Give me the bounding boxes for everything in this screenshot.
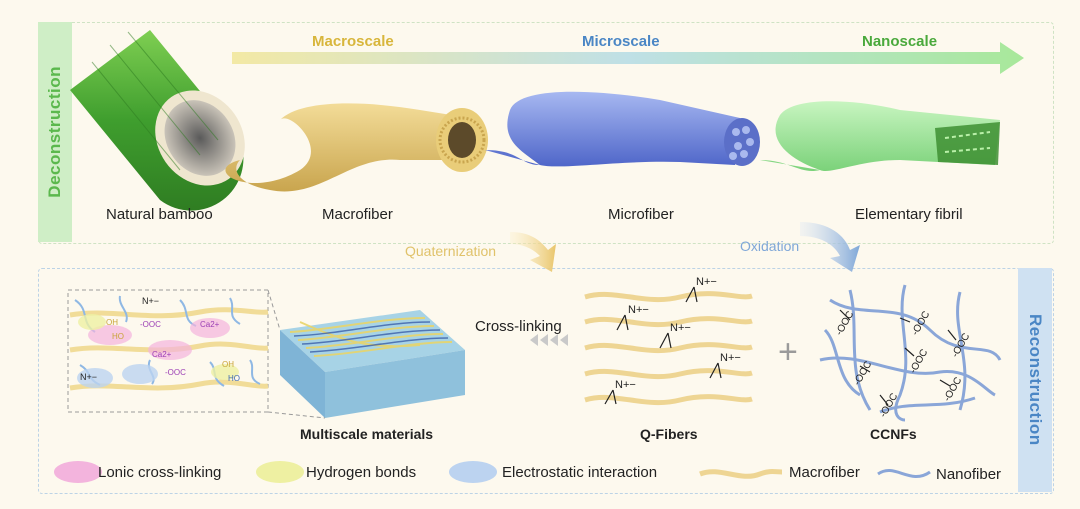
amine-label: N+− [670,322,691,334]
quaternization-arrow [510,232,556,272]
oxidation-label: Oxidation [740,238,800,254]
microfiber-bundle [485,91,760,167]
legend-ionic-label: Lonic cross-linking [98,464,222,481]
q-fibers-label: Q-Fibers [640,426,698,442]
quaternization-label: Quaternization [405,243,497,259]
deconstruction-banner: Deconstruction [38,22,72,242]
legend-macrofiber-swatch [699,469,783,479]
inset-hbond-1 [78,314,106,330]
legend-electro-label: Electrostatic interaction [502,464,658,481]
multiscale-material-block [280,310,465,418]
crosslinking-label: Cross-linking [475,318,562,335]
plus-sign: + [778,333,798,371]
elementary-fibril [760,101,1000,172]
inset-carboxyl-label: -OOC [140,320,161,329]
inset-ionic-1 [88,325,132,345]
inset-carboxyl-label: -OOC [165,368,186,377]
inset-oh-label: OH [222,360,234,369]
inset-electro-2 [122,364,158,384]
inset-ca-label: Ca2+ [200,320,220,329]
inset-amine-label: N+− [80,372,98,382]
legend-hbond-swatch [256,461,304,483]
inset-ca-label: Ca2+ [152,350,172,359]
legend-nanofiber-swatch [877,469,931,479]
natural-bamboo-label: Natural bamboo [106,206,213,223]
legend-electro-swatch [449,461,497,483]
multiscale-materials-label: Multiscale materials [300,426,434,442]
ccnf-carboxyl-stems [839,309,957,406]
oxidation-arrow [800,222,860,272]
amine-label: N+− [615,379,636,391]
amine-label: N+− [628,304,649,316]
amine-label: N+− [720,352,741,364]
macrofiber-bundle [225,103,488,192]
inset-ho-label: HO [228,374,240,383]
legend-hbond-label: Hydrogen bonds [306,464,417,481]
ccnf-network [819,284,1002,422]
inset-ionic-3 [190,318,230,338]
elementary-fibril-label: Elementary fibril [855,206,963,223]
inset-oh-label: OH [106,318,118,327]
nanoscale-label: Nanoscale [862,33,938,50]
crosslinking-arrows [530,334,568,346]
inset-ionic-2 [148,340,192,360]
scale-arrow [232,42,1024,74]
q-fiber-amine-stems [604,286,722,405]
inset-hbond-2 [211,364,239,380]
bamboo-tube [70,30,245,211]
inset-electro-1 [77,368,113,388]
inset-amine-label: N+− [142,296,160,306]
amine-label: N+− [696,276,717,288]
reconstruction-banner: Reconstruction [1018,268,1052,492]
legend-nanofiber-label: Nanofiber [936,466,1002,483]
macrofiber-label: Macrofiber [322,206,393,223]
microscale-label: Microscale [582,33,660,50]
macroscale-label: Macroscale [312,33,394,50]
ccnfs-label: CCNFs [870,426,917,442]
microfiber-label: Microfiber [608,206,674,223]
legend-macrofiber-label: Macrofiber [789,464,860,481]
reconstruction-label: Reconstruction [1026,314,1045,446]
inset-ho-label: HO [112,332,124,341]
q-fibers [584,291,753,406]
legend-ionic-swatch [54,461,102,483]
